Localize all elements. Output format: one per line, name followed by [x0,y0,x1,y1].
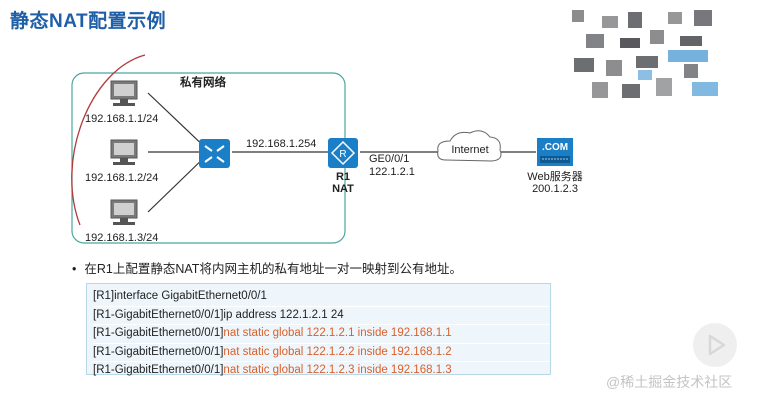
config-code-block: [R1]interface GigabitEthernet0/0/1 [R1-G… [86,283,551,381]
pc-icon [110,199,138,225]
private-network-label: 私有网络 [180,75,226,89]
router-icon: R [328,138,358,168]
annotation-arc [71,54,146,226]
play-icon [708,334,726,356]
host-ip-label: 192.168.1.2/24 [85,172,158,184]
wan-port-label: GE0/0/1 [369,153,409,165]
switch-icon [199,139,230,168]
watermark: @稀土掘金技术社区 [606,374,733,390]
wan-ip-label: 122.1.2.1 [369,166,415,178]
network-diagram: R 私有网络 192.168.1.1/24 192.168.1.2/24 192… [71,54,583,244]
host-ip-label: 192.168.1.3/24 [85,232,158,244]
description-bullet: •在R1上配置静态NAT将内网主机的私有地址一对一映射到公有地址。 [72,262,462,276]
internet-cloud-icon [437,130,502,162]
server-badge: .COM [542,142,568,153]
lan-ip-label: 192.168.1.254 [246,138,316,150]
qr-code-image [572,10,718,98]
server-name-label: Web服务器 [527,170,582,183]
router-name-label: R1 [336,171,350,183]
code-line: [R1-GigabitEthernet0/0/1]ip address 122.… [93,307,550,326]
code-line: [R1-GigabitEthernet0/0/1]nat static glob… [93,325,550,344]
router-role-label: NAT [332,183,354,195]
code-line: [R1]interface GigabitEthernet0/0/1 [93,288,550,307]
code-line: [R1-GigabitEthernet0/0/1]nat static glob… [93,344,550,363]
server-ip-label: 200.1.2.3 [532,183,578,195]
pc-icon [110,80,138,106]
web-server-icon [537,138,573,166]
svg-text:R: R [339,149,346,160]
pc-icon [110,139,138,165]
cloud-label: Internet [451,144,488,156]
links [147,92,536,213]
code-line: [R1-GigabitEthernet0/0/1]nat static glob… [93,362,550,381]
video-play-button[interactable] [693,323,737,367]
host-ip-label: 192.168.1.1/24 [85,113,158,125]
description-text: 在R1上配置静态NAT将内网主机的私有地址一对一映射到公有地址。 [84,262,462,276]
page-title: 静态NAT配置示例 [10,11,167,32]
